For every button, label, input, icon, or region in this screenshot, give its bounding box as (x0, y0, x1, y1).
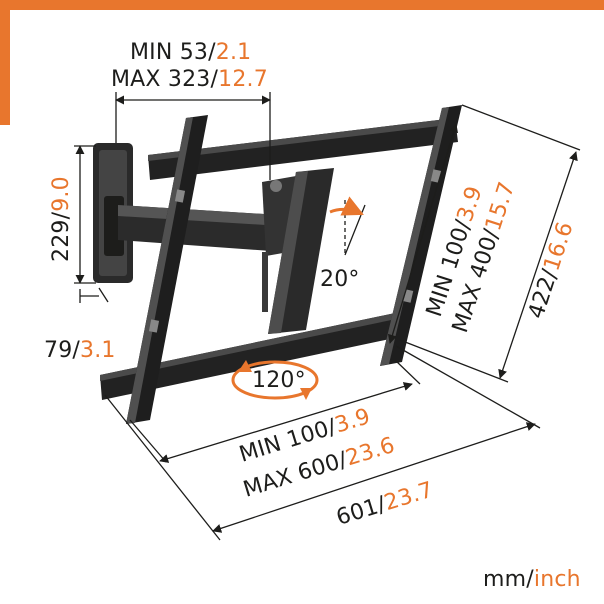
left-vertical-bracket (126, 115, 208, 424)
swivel-angle-label: 120° (252, 368, 306, 393)
swivel-indicator (231, 360, 319, 400)
tilt-bracket (262, 168, 334, 334)
plate-height-label: 229/9.0 (49, 176, 74, 262)
tilt-angle-label: 20° (320, 267, 360, 292)
plate-depth-label: 79/3.1 (44, 338, 116, 363)
swing-arm (118, 176, 300, 256)
units-legend: mm/inch (483, 567, 581, 592)
arm-min-label: MIN 53/2.1 (130, 40, 251, 65)
arm-max-label: MAX 323/12.7 (111, 67, 268, 92)
horizontal-rails (100, 118, 458, 400)
wall-plate (93, 143, 133, 283)
tilt-indicator (329, 196, 366, 256)
frame-height-label: 422/16.6 (524, 219, 579, 322)
dimension-lines (74, 92, 581, 541)
